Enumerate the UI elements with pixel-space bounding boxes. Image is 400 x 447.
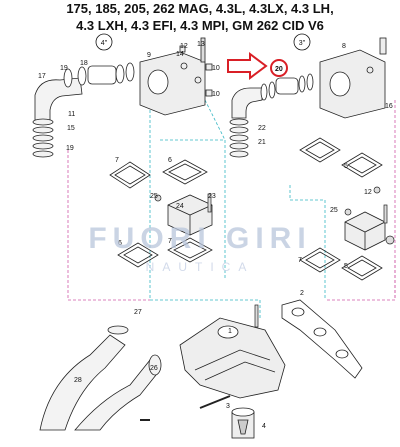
part-label-13: 13 bbox=[197, 41, 205, 48]
part-label-17: 17 bbox=[38, 73, 46, 80]
thermostat-housing bbox=[231, 407, 255, 439]
part-label-1: 1 bbox=[228, 328, 232, 335]
part-label-19-a: 19 bbox=[60, 65, 68, 72]
part-label-14: 14 bbox=[176, 51, 184, 58]
part-label-16: 16 bbox=[385, 103, 393, 110]
exhaust-manifold bbox=[179, 317, 286, 399]
part-label-26: 26 bbox=[150, 365, 158, 372]
gasket-left-lower bbox=[117, 242, 159, 268]
part-label-18: 18 bbox=[80, 60, 88, 67]
right-version-callout: 3" bbox=[293, 33, 311, 51]
guide-lines-cyan bbox=[149, 95, 326, 320]
left-hose-clamps bbox=[63, 62, 135, 88]
guide-lines-pink bbox=[67, 100, 396, 301]
right-version-label: 3" bbox=[299, 40, 306, 47]
y-exhaust-pipe bbox=[39, 325, 162, 431]
part-label-5-upper: 5 bbox=[344, 163, 348, 170]
part-label-12-right: 12 bbox=[364, 189, 372, 196]
watermark-logo-subtext: NAUTICA bbox=[145, 260, 255, 274]
part-label-6-lower: 6 bbox=[118, 240, 122, 247]
part-label-2: 2 bbox=[300, 290, 304, 297]
gasket-right-upper bbox=[299, 137, 341, 163]
red-arrow-icon bbox=[227, 52, 268, 80]
part-label-8: 8 bbox=[342, 43, 346, 50]
part-label-25: 25 bbox=[150, 193, 158, 200]
part-label-7-upper: 7 bbox=[115, 157, 119, 164]
part-label-28: 28 bbox=[74, 377, 82, 384]
part-label-22: 22 bbox=[258, 125, 266, 132]
part-label-4: 4 bbox=[262, 423, 266, 430]
right-hose-clamps bbox=[260, 73, 314, 101]
part-label-10-b: 10 bbox=[212, 91, 220, 98]
title-line-2: 4.3 LXH, 4.3 EFI, 4.3 MPI, GM 262 CID V6 bbox=[76, 18, 324, 33]
part-label-21: 21 bbox=[258, 139, 266, 146]
part-label-24: 24 bbox=[176, 203, 184, 210]
left-version-callout: 4" bbox=[95, 33, 113, 51]
studs-and-bolts bbox=[140, 186, 395, 421]
manifold-gasket bbox=[281, 299, 363, 379]
part-label-6-upper: 6 bbox=[168, 157, 172, 164]
part-label-9: 9 bbox=[147, 52, 151, 59]
right-exhaust-elbow bbox=[229, 87, 263, 158]
part-label-25-right: 25 bbox=[330, 207, 338, 214]
gasket-right-lower-b bbox=[341, 255, 383, 281]
part-label-7-lower: 7 bbox=[168, 238, 172, 245]
part-label-27: 27 bbox=[134, 309, 142, 316]
riser-block-center bbox=[167, 194, 213, 236]
watermark-logo-text: FUORI GIRI bbox=[88, 222, 312, 255]
part-label-3: 3 bbox=[226, 403, 230, 410]
part-label-15: 15 bbox=[67, 125, 75, 132]
gasket-left-upper bbox=[109, 161, 151, 189]
highlight-circle-icon bbox=[270, 59, 288, 77]
part-label-5-lower: 5 bbox=[344, 263, 348, 270]
riser-block-right bbox=[344, 211, 386, 251]
gasket-center-upper bbox=[162, 159, 208, 185]
gasket-center-lower bbox=[167, 237, 213, 263]
diagram-title: 175, 185, 205, 262 MAG, 4.3L, 4.3LX, 4.3… bbox=[0, 0, 400, 38]
left-elbow-housing bbox=[139, 37, 213, 116]
part-label-19-b: 19 bbox=[66, 145, 74, 152]
gasket-right-mid bbox=[341, 152, 383, 178]
part-label-11: 11 bbox=[68, 111, 75, 118]
left-version-label: 4" bbox=[101, 40, 108, 47]
part-label-12: 12 bbox=[180, 43, 188, 50]
part-number-labels: 1 2 3 4 5 5 6 6 7 7 7 8 9 10 10 11 12 12… bbox=[38, 41, 393, 430]
title-line-1: 175, 185, 205, 262 MAG, 4.3L, 4.3LX, 4.3… bbox=[66, 1, 334, 16]
part-label-23: 23 bbox=[208, 193, 216, 200]
part-label-20-highlighted: 20 bbox=[275, 66, 283, 73]
right-elbow-housing bbox=[319, 37, 387, 119]
left-exhaust-elbow bbox=[32, 77, 83, 158]
gasket-right-lower-a bbox=[299, 247, 341, 273]
part-label-7-right: 7 bbox=[298, 257, 302, 264]
part-label-10-a: 10 bbox=[212, 65, 220, 72]
